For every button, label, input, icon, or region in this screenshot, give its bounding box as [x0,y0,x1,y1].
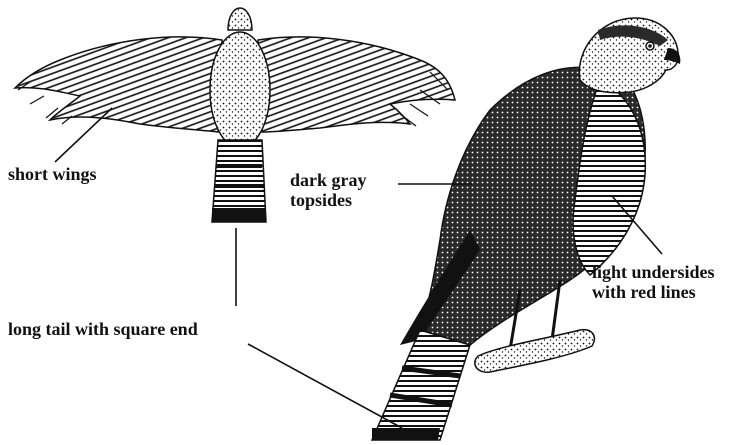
branch [475,330,595,373]
label-dark-gray-topsides-line1: dark gray [290,170,367,190]
label-short-wings: short wings [8,165,97,184]
label-dark-gray-topsides: dark gray topsides [290,170,367,210]
flying-body [210,32,270,148]
label-light-undersides-line1: light undersides [592,262,715,282]
label-light-undersides: light undersides with red lines [592,262,715,302]
flying-hawk [15,8,455,222]
label-long-tail: long tail with square end [8,320,198,339]
right-wing [258,37,455,132]
leader-long-tail [248,344,402,428]
label-dark-gray-topsides-line2: topsides [290,190,367,210]
flying-head [228,8,252,30]
perched-tail [372,330,470,440]
label-light-undersides-line2: with red lines [592,282,715,302]
